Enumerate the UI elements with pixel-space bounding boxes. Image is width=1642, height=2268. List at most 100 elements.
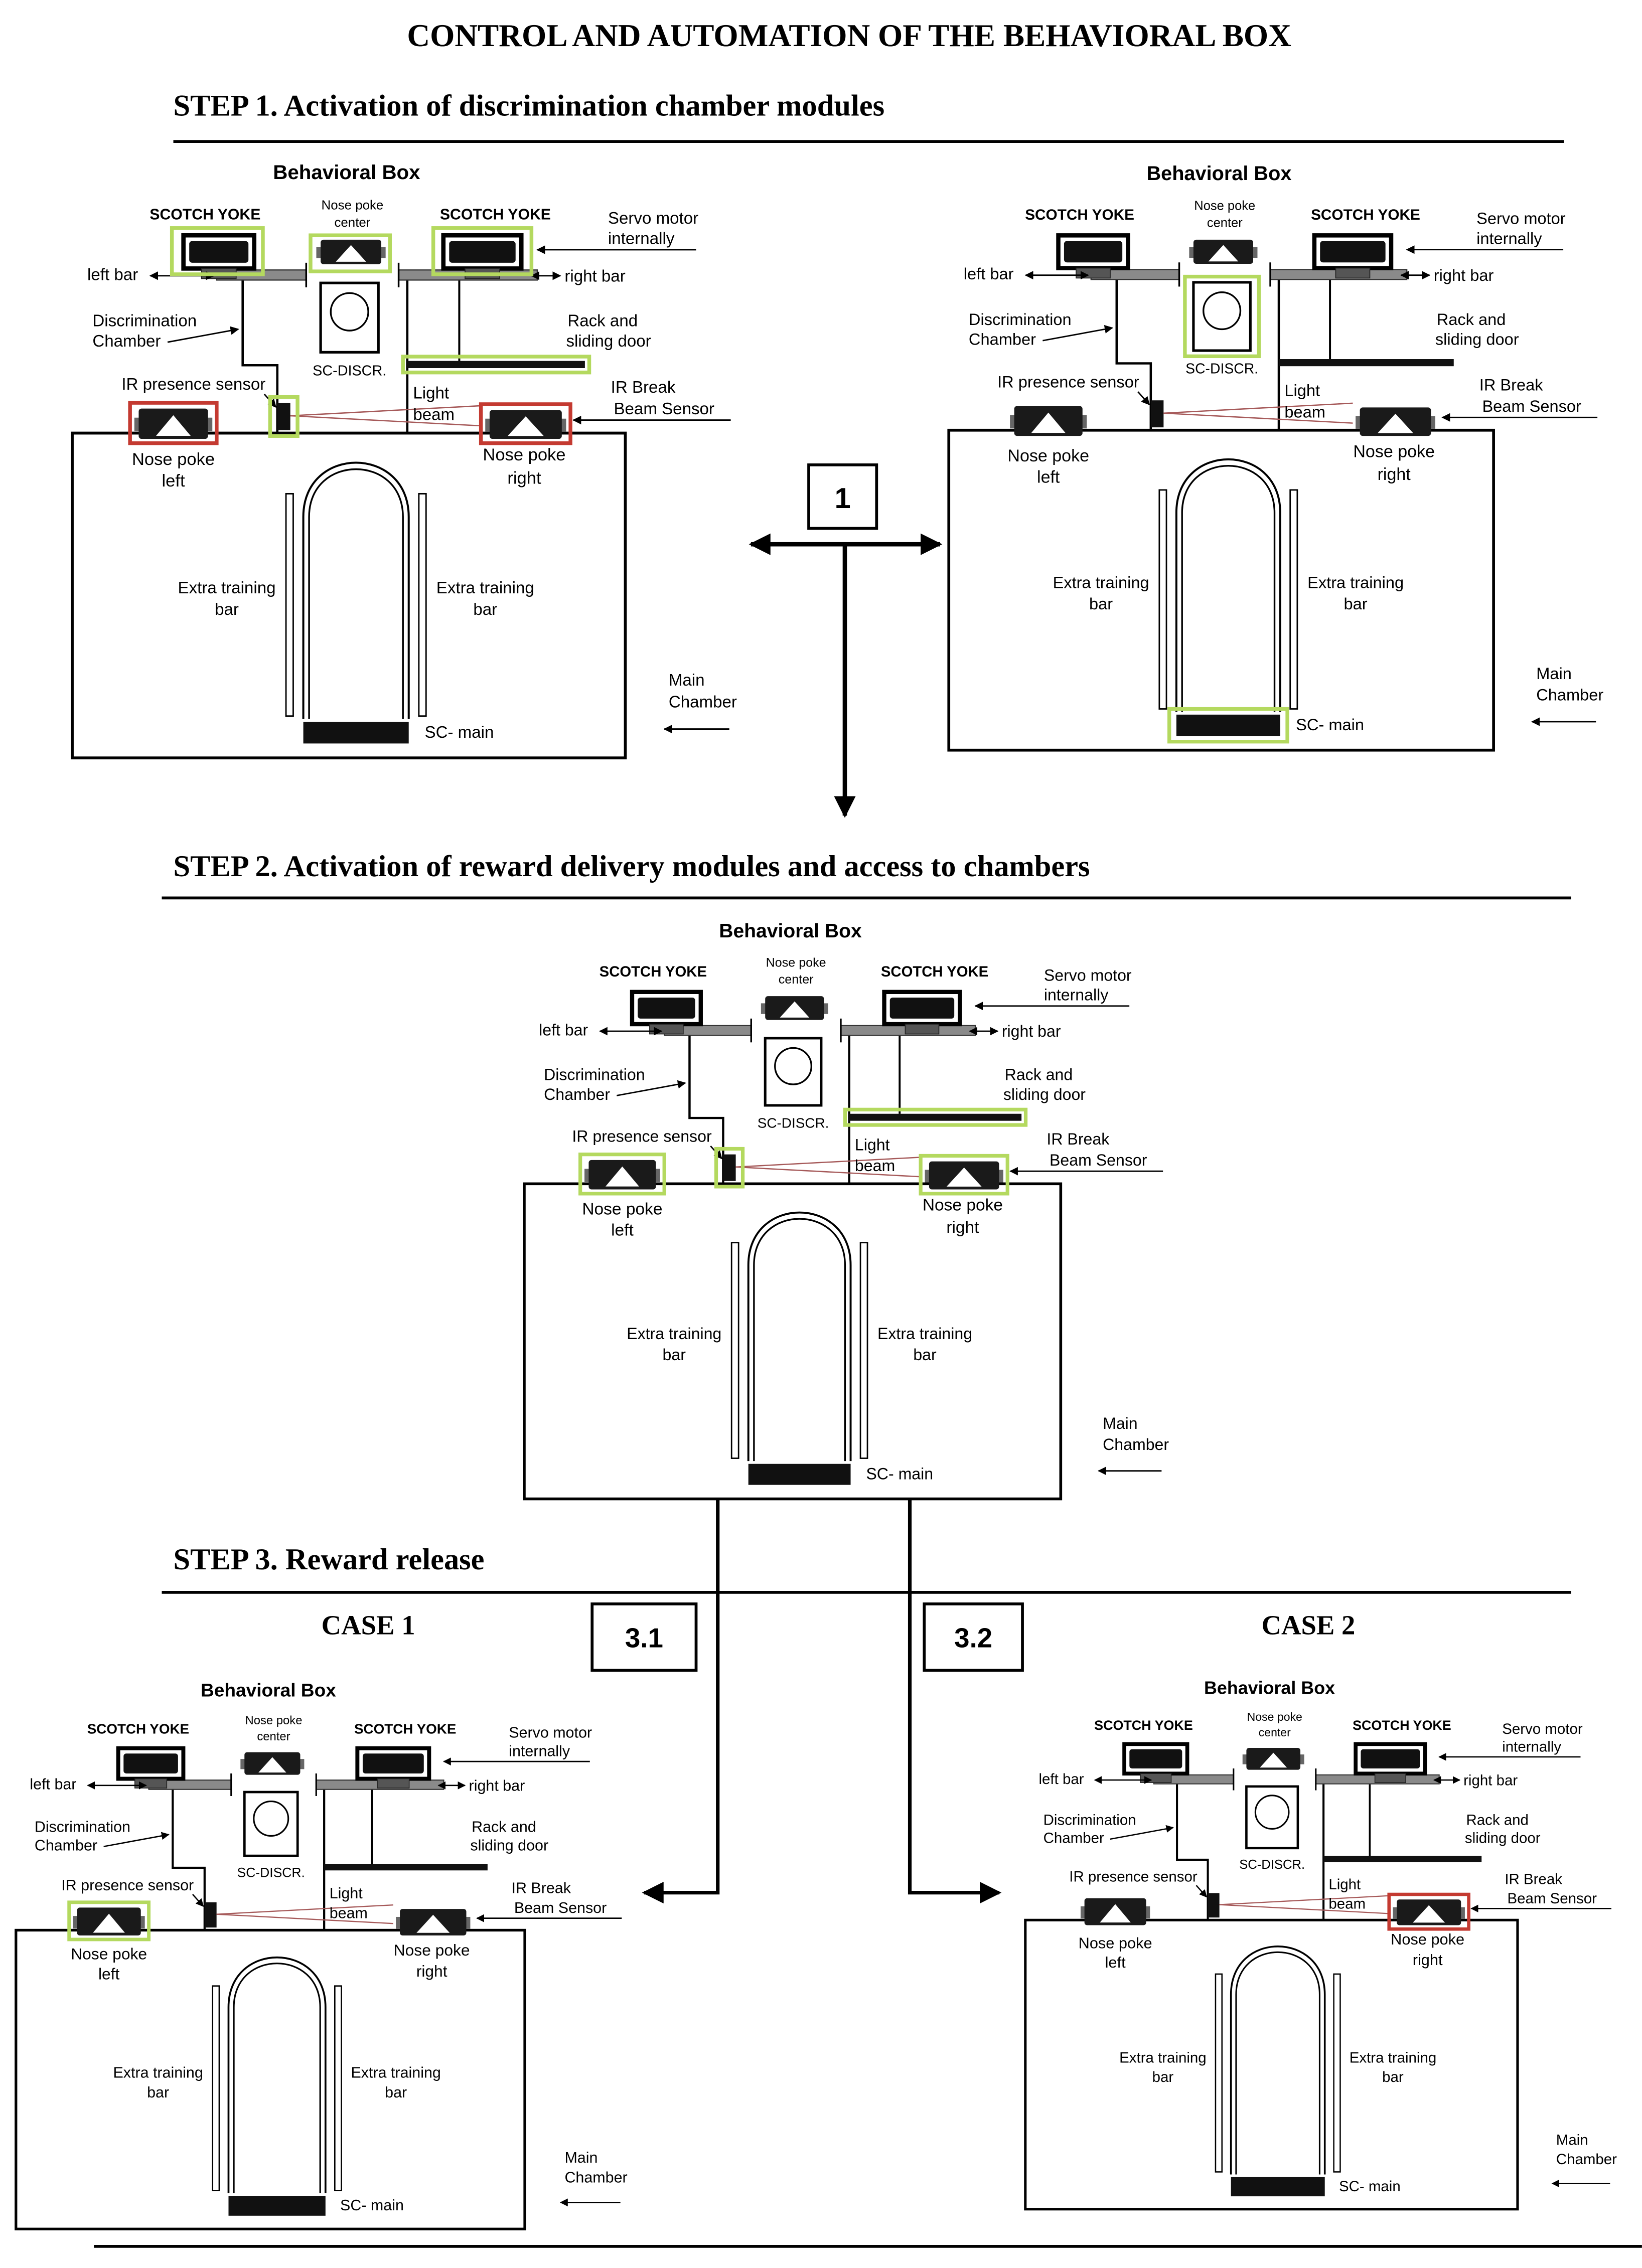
servo-motor-label-2: internally <box>509 1743 570 1760</box>
rack-sliding-door-label: Rack and <box>1466 1812 1528 1829</box>
extra-training-bar-right <box>334 1985 342 2191</box>
sc-discr-highlight <box>1183 274 1261 359</box>
scotch-yoke-right-label: SCOTCH YOKE <box>440 207 551 223</box>
sc-discr-label: SC-DISCR. <box>313 363 386 379</box>
extra-training-bar-left <box>285 493 294 717</box>
rack-sliding-door-highlight <box>401 355 591 375</box>
sc-discr-label: SC-DISCR. <box>237 1865 305 1880</box>
runway-arch-outer <box>747 1211 852 1462</box>
discrimination-chamber-arrow <box>1042 325 1113 342</box>
ir-presence-sensor <box>1150 400 1164 428</box>
nose-poke-left-label: Nose poke <box>1007 446 1089 465</box>
main-chamber-label: Main <box>669 671 705 690</box>
nose-poke-left <box>1010 406 1087 436</box>
discrimination-chamber-arrow <box>617 1080 686 1096</box>
nose-poke-right-highlight <box>479 402 572 445</box>
nose-poke-left-highlight <box>128 401 219 445</box>
discrimination-chamber-label: Discrimination <box>544 1066 645 1084</box>
nose-poke-right-port <box>1378 413 1413 433</box>
main-chamber-label-2: Chamber <box>564 2169 627 2186</box>
nose-poke-left <box>1080 1898 1150 1925</box>
nose-poke-center <box>1189 239 1258 264</box>
ir-break-beam-sensor-label: IR Break <box>611 378 676 397</box>
ir-presence-sensor <box>1208 1893 1220 1918</box>
extra-training-bar-right <box>1333 1973 1341 2173</box>
nose-poke-center-port <box>258 1757 286 1773</box>
ir-presence-sensor <box>277 403 290 430</box>
scotch-yoke-right <box>1312 233 1394 279</box>
ir-presence-sensor-label: IR presence sensor <box>997 373 1139 391</box>
nose-poke-center-label: Nose poke <box>322 198 384 212</box>
rack-sliding-door-label: Rack and <box>1005 1066 1073 1084</box>
servo-motor-label-2: internally <box>1044 986 1108 1004</box>
runway-arch-inner <box>308 468 404 719</box>
ir-presence-sensor <box>204 1902 217 1928</box>
main-chamber-label: Main <box>1536 664 1572 683</box>
light-beam-label: Light <box>1328 1876 1361 1893</box>
sc-discr-lens <box>1254 1795 1290 1830</box>
runway-arch-outer <box>1175 458 1281 712</box>
scotch-yoke-left-motor <box>1064 241 1123 263</box>
behavioral-box-label: Behavioral Box <box>1204 1678 1335 1698</box>
scotch-yoke-left-highlight <box>170 226 265 276</box>
step-3-heading: STEP 3. Reward release <box>174 1543 485 1576</box>
scotch-yoke-right-pin <box>1374 1773 1406 1783</box>
discrimination-chamber-left-wall <box>241 280 279 433</box>
nose-poke-left-port <box>1100 1904 1131 1923</box>
servo-motor-label: Servo motor <box>1476 209 1566 228</box>
runway-arch-outer <box>302 461 410 719</box>
extra-training-bar-left-label: Extra training <box>178 579 276 597</box>
left-bar-label: left bar <box>964 264 1014 283</box>
scotch-yoke-left-label: SCOTCH YOKE <box>150 207 260 223</box>
ir-presence-sensor-label: IR presence sensor <box>572 1127 712 1146</box>
flow-step-1-box <box>807 463 878 530</box>
nose-poke-center-label: Nose poke <box>1247 1710 1302 1723</box>
nose-poke-right <box>485 410 566 439</box>
scotch-yoke-right <box>1354 1742 1427 1783</box>
runway-arch-inner <box>1235 1951 1320 2175</box>
figure-title: CONTROL AND AUTOMATION OF THE BEHAVIORAL… <box>407 18 1291 53</box>
sc-discr-lens <box>253 1800 289 1837</box>
sc-main <box>1176 714 1280 736</box>
main-chamber <box>947 428 1495 752</box>
discrimination-chamber-left-wall <box>172 1789 206 1930</box>
rack-sliding-door-label-2: sliding door <box>1465 1830 1541 1847</box>
nose-poke-left-label-2: left <box>162 471 185 491</box>
rack-sliding-door-label: Rack and <box>567 312 638 331</box>
extra-training-bar-right <box>418 493 427 717</box>
scotch-yoke-left-label: SCOTCH YOKE <box>87 1721 189 1737</box>
sc-discr-label: SC-DISCR. <box>758 1115 829 1131</box>
rack-sliding-door-highlight <box>843 1107 1028 1127</box>
extra-training-bar-left-label-2: bar <box>1089 594 1113 613</box>
extra-training-bar-right-label-2: bar <box>385 2084 407 2101</box>
discrimination-chamber-label: Discrimination <box>35 1818 130 1835</box>
ir-break-beam-sensor-label: IR Break <box>1505 1871 1562 1888</box>
sc-discr-label: SC-DISCR. <box>1185 361 1258 377</box>
nose-poke-right-label: Nose poke <box>1391 1930 1464 1948</box>
nose-poke-right-highlight <box>919 1154 1009 1196</box>
nose-poke-left-label-2: left <box>1105 1954 1126 1971</box>
nose-poke-center-port <box>1208 245 1239 262</box>
scotch-yoke-left-motor <box>1129 1749 1182 1769</box>
ir-presence-sensor-arrow <box>1196 1885 1208 1898</box>
nose-poke-center-port <box>780 1001 810 1018</box>
main-chamber-label-2: Chamber <box>1103 1435 1169 1453</box>
extra-training-bar-left-label: Extra training <box>1119 2050 1207 2066</box>
nose-poke-left-label: Nose poke <box>582 1200 662 1219</box>
ir-presence-sensor-highlight <box>714 1147 745 1189</box>
scotch-yoke-right-pin <box>905 1024 940 1035</box>
nose-poke-right-label-2: right <box>1378 465 1411 484</box>
discrimination-chamber-label-2: Chamber <box>969 330 1036 349</box>
light-beam-lower <box>735 1166 922 1178</box>
extra-training-bar-left-label-2: bar <box>147 2084 169 2101</box>
runway-arch-inner <box>1181 465 1276 712</box>
nose-poke-left-port <box>156 415 191 436</box>
servo-motor-label: Servo motor <box>509 1724 592 1741</box>
ir-break-beam-sensor-label-2: Beam Sensor <box>514 1899 607 1916</box>
nose-poke-right-label-2: right <box>1413 1951 1443 1969</box>
ir-presence-sensor-label: IR presence sensor <box>61 1877 194 1894</box>
scotch-yoke-right-label: SCOTCH YOKE <box>354 1721 456 1737</box>
extra-training-bar-left-label-2: bar <box>663 1346 686 1364</box>
